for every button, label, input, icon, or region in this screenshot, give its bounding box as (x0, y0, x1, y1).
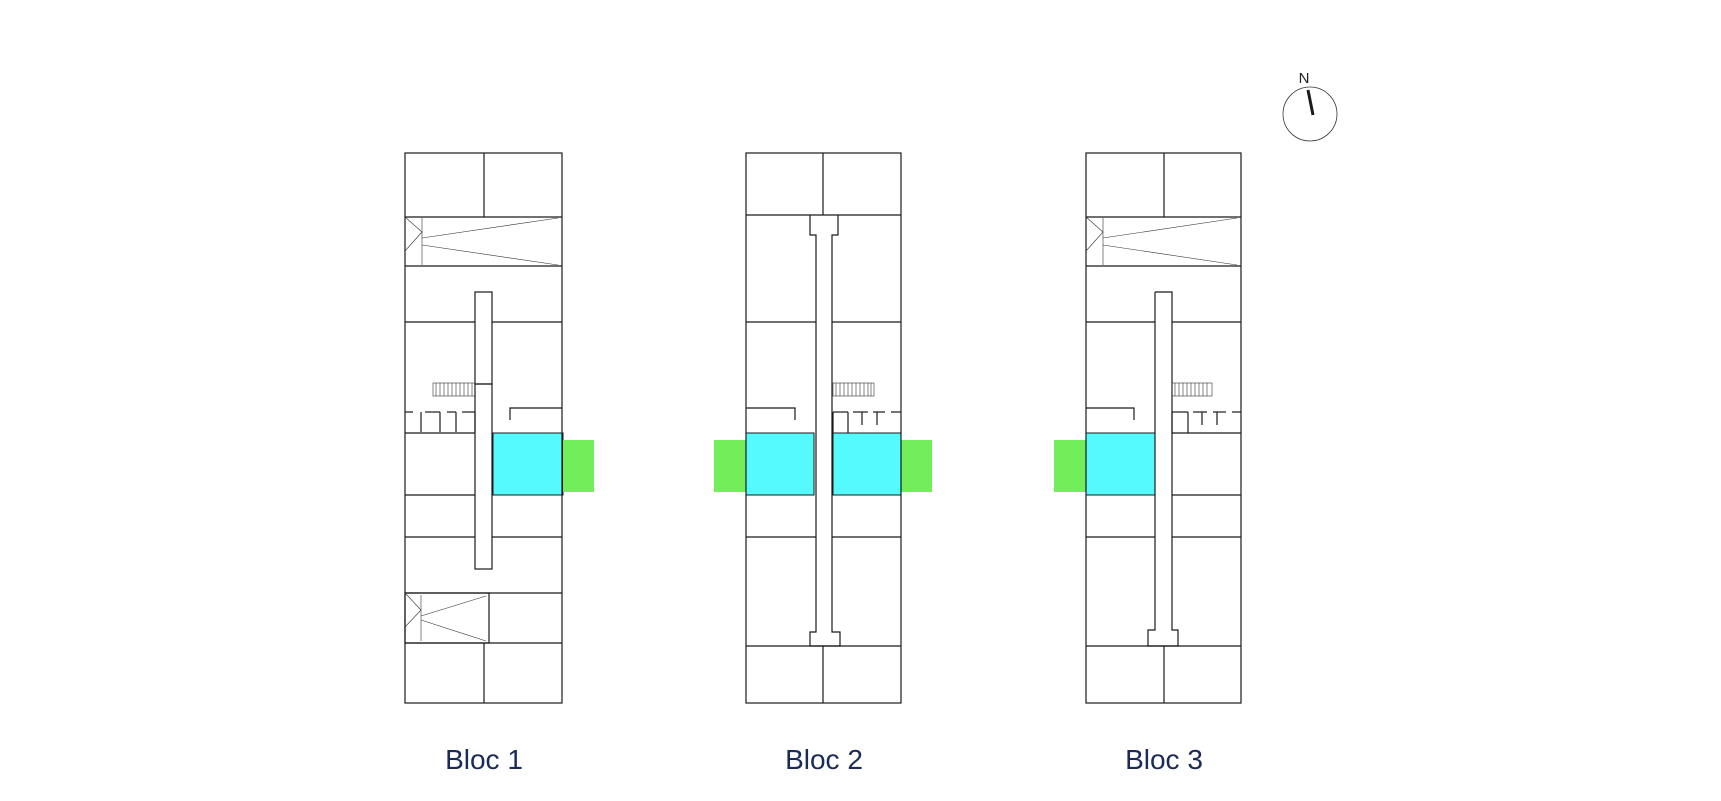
highlighted-balcony[interactable] (714, 440, 746, 492)
block-1-label: Bloc 1 (445, 744, 523, 775)
block-2-plan (714, 152, 932, 704)
highlighted-balcony[interactable] (1054, 440, 1086, 492)
highlighted-unit[interactable] (745, 432, 815, 496)
highlighted-unit[interactable] (832, 432, 902, 496)
block-1-plan (404, 152, 594, 704)
highlighted-unit[interactable] (1085, 432, 1156, 496)
block-3-plan (1054, 152, 1242, 704)
north-compass-icon: N (1282, 70, 1338, 142)
block-3-label: Bloc 3 (1125, 744, 1203, 775)
highlighted-balcony[interactable] (901, 440, 932, 492)
compass-north-label: N (1299, 70, 1310, 87)
highlighted-unit[interactable] (492, 432, 564, 496)
block-2-label: Bloc 2 (785, 744, 863, 775)
highlighted-balcony[interactable] (563, 440, 594, 492)
